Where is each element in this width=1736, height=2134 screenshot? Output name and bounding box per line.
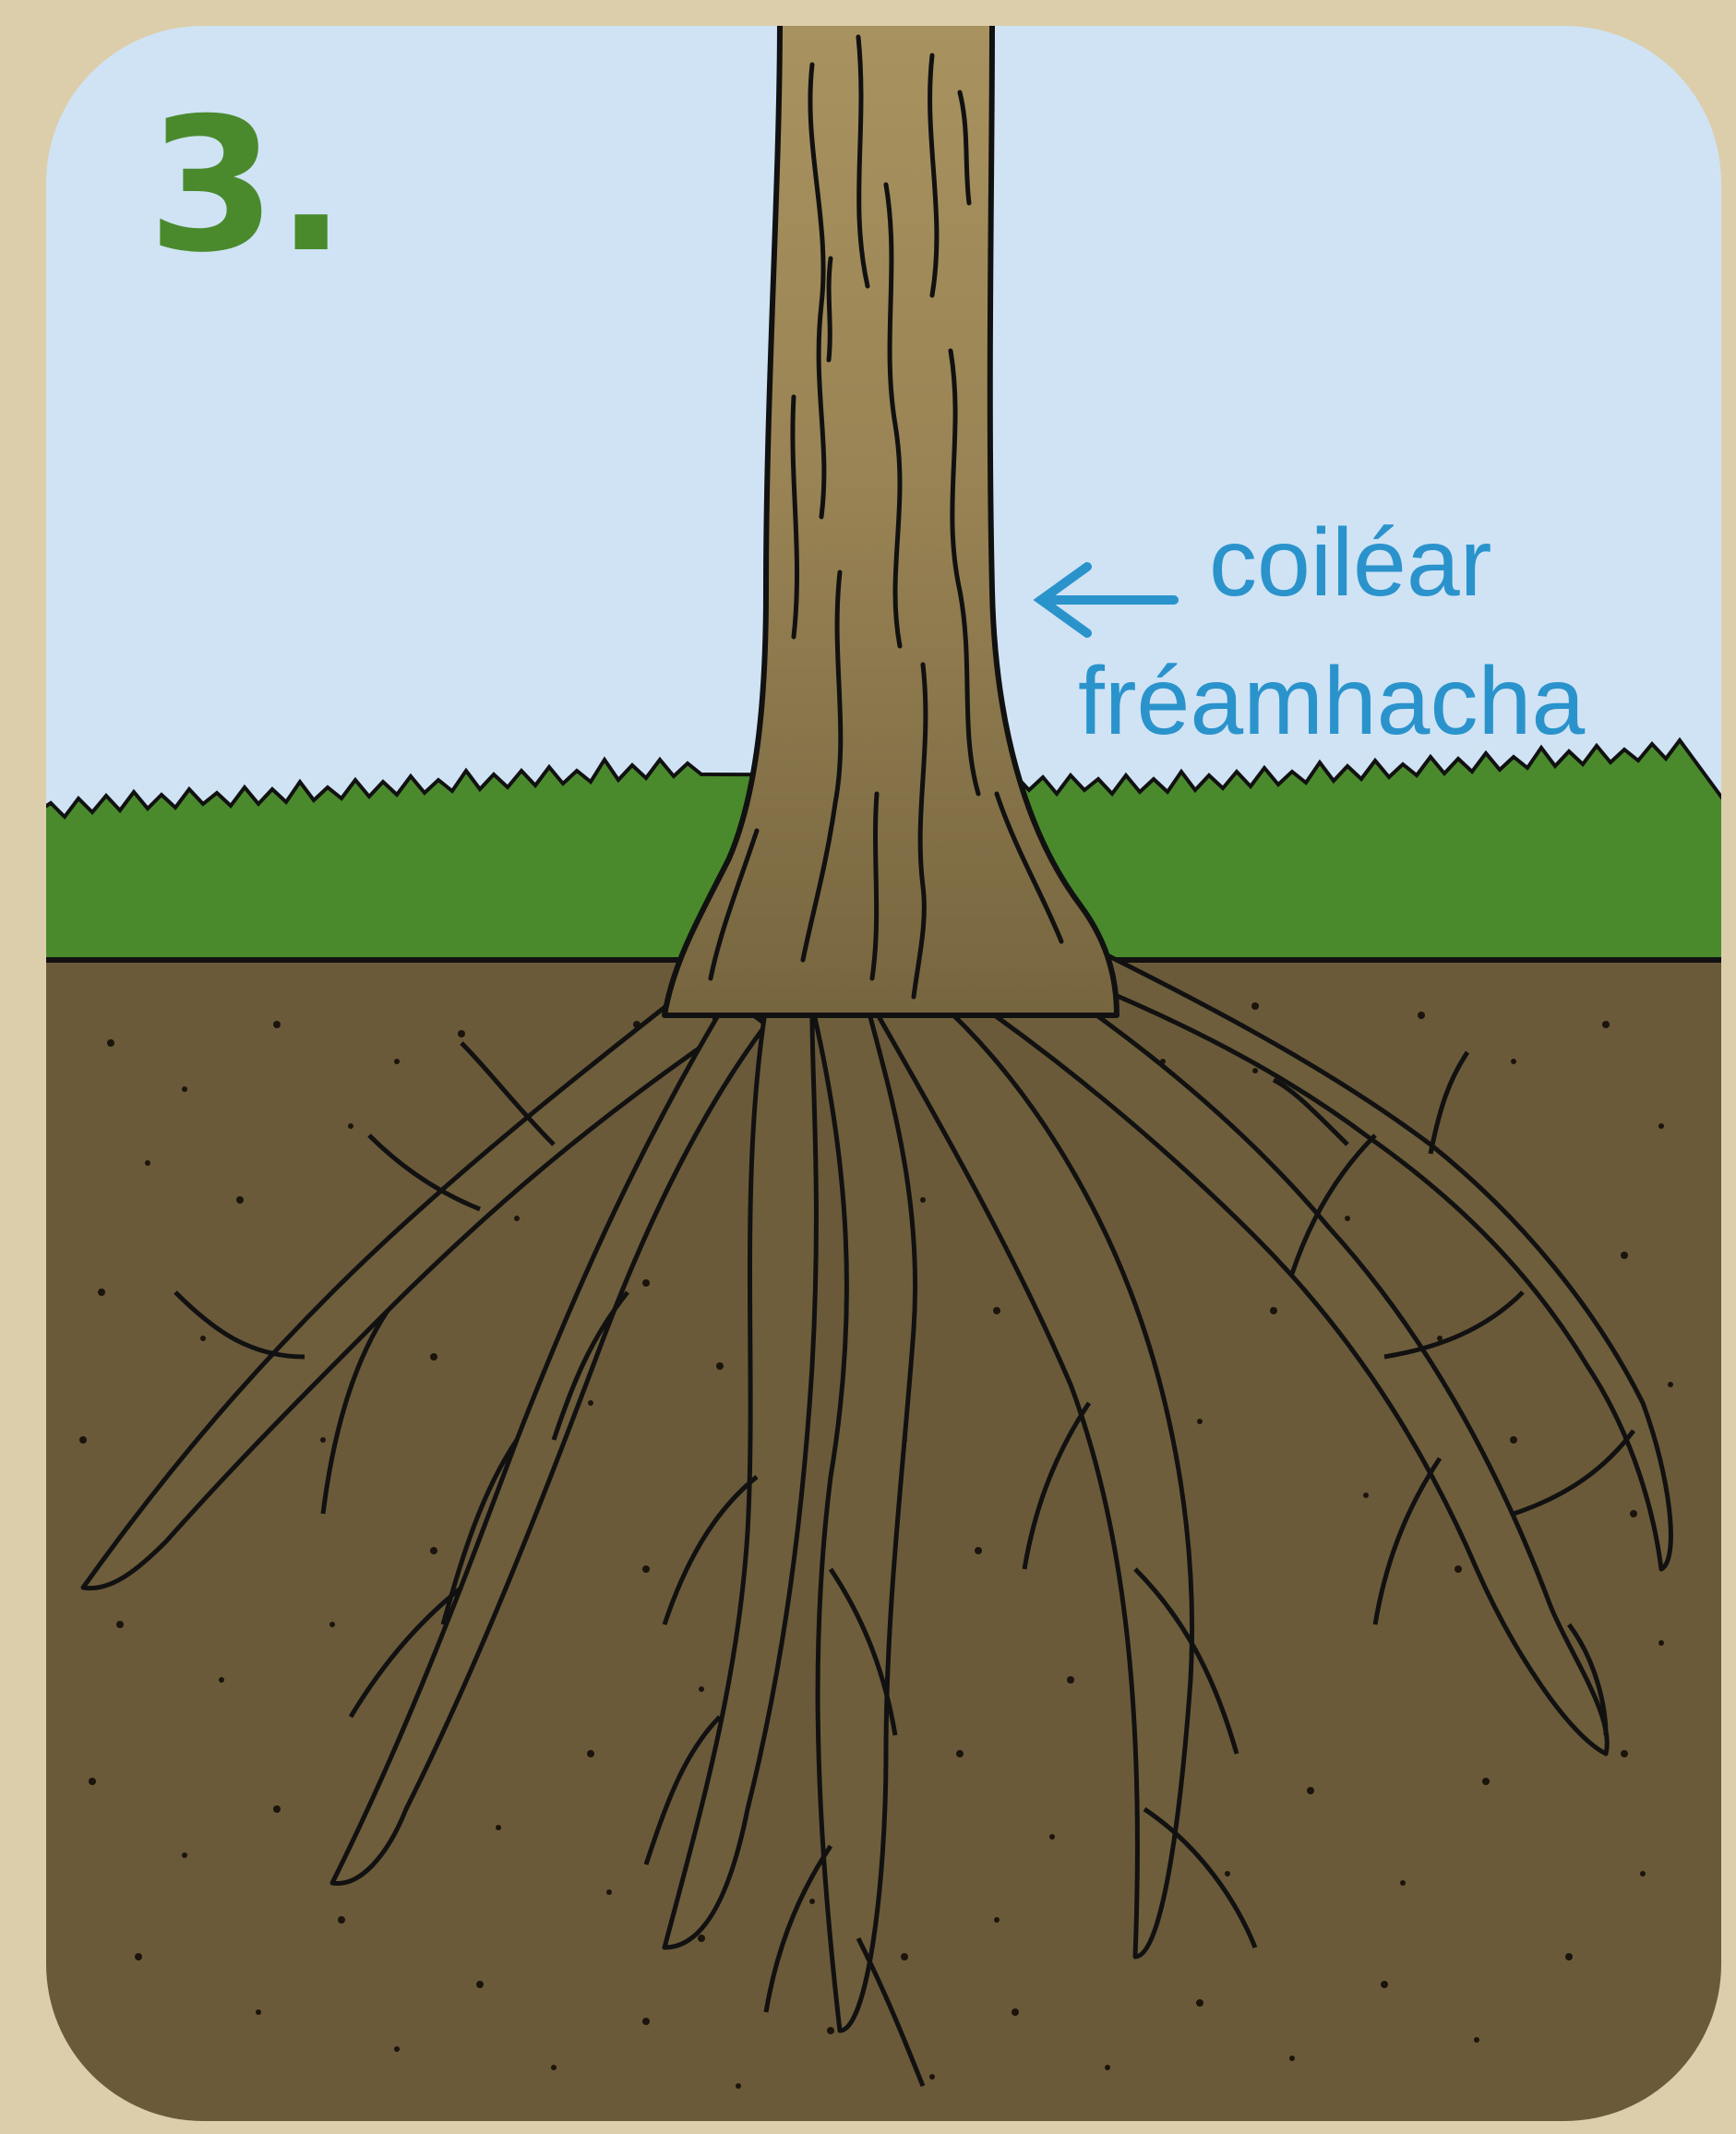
label-line-2: fréamhacha <box>1078 648 1585 755</box>
label-line-1: coiléar <box>1209 510 1491 617</box>
step-number: 3. <box>148 78 346 294</box>
